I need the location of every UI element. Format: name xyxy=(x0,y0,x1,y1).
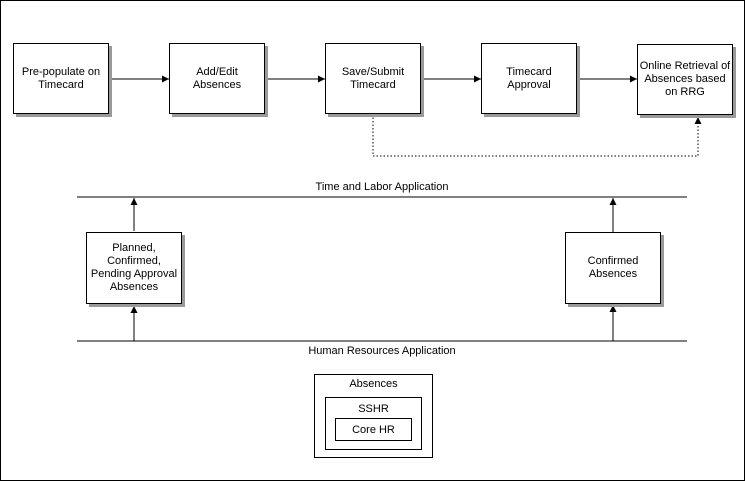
human-resources-title: Human Resources Application xyxy=(308,345,456,357)
approval-box: Timecard Approval xyxy=(481,43,577,114)
add-edit-box: Add/Edit Absences xyxy=(169,43,265,114)
confirmed-absences-label: Confirmed Absences xyxy=(587,255,639,280)
prepopulate-label: Pre-populate on Timecard xyxy=(21,65,101,91)
dotted-path-save-submit-to-retrieval xyxy=(372,114,702,157)
confirmed-absences-box: Confirmed Absences xyxy=(565,232,661,304)
time-labor-title: Time and Labor Application xyxy=(315,181,449,193)
planned-confirmed-pending-box: Planned, Confirmed, Pending Approval Abs… xyxy=(86,232,182,304)
absences-outer-box: Absences SSHR Core HR xyxy=(314,374,433,458)
core-hr-inner-box: Core HR xyxy=(335,418,412,441)
prepopulate-box: Pre-populate on Timecard xyxy=(13,43,109,114)
core-hr-inner-label: Core HR xyxy=(352,423,395,436)
approval-label: Timecard Approval xyxy=(506,65,552,91)
sshr-middle-box: SSHR Core HR xyxy=(325,397,422,450)
save-submit-box: Save/Submit Timecard xyxy=(325,43,421,114)
retrieval-box: Online Retrieval of Absences based on RR… xyxy=(637,44,733,115)
sshr-middle-label: SSHR xyxy=(358,403,389,415)
add-edit-label: Add/Edit Absences xyxy=(192,65,242,91)
save-submit-label: Save/Submit Timecard xyxy=(341,65,405,91)
retrieval-label: Online Retrieval of Absences based on RR… xyxy=(639,60,731,98)
absences-outer-label: Absences xyxy=(349,378,398,390)
planned-confirmed-pending-label: Planned, Confirmed, Pending Approval Abs… xyxy=(90,242,178,293)
